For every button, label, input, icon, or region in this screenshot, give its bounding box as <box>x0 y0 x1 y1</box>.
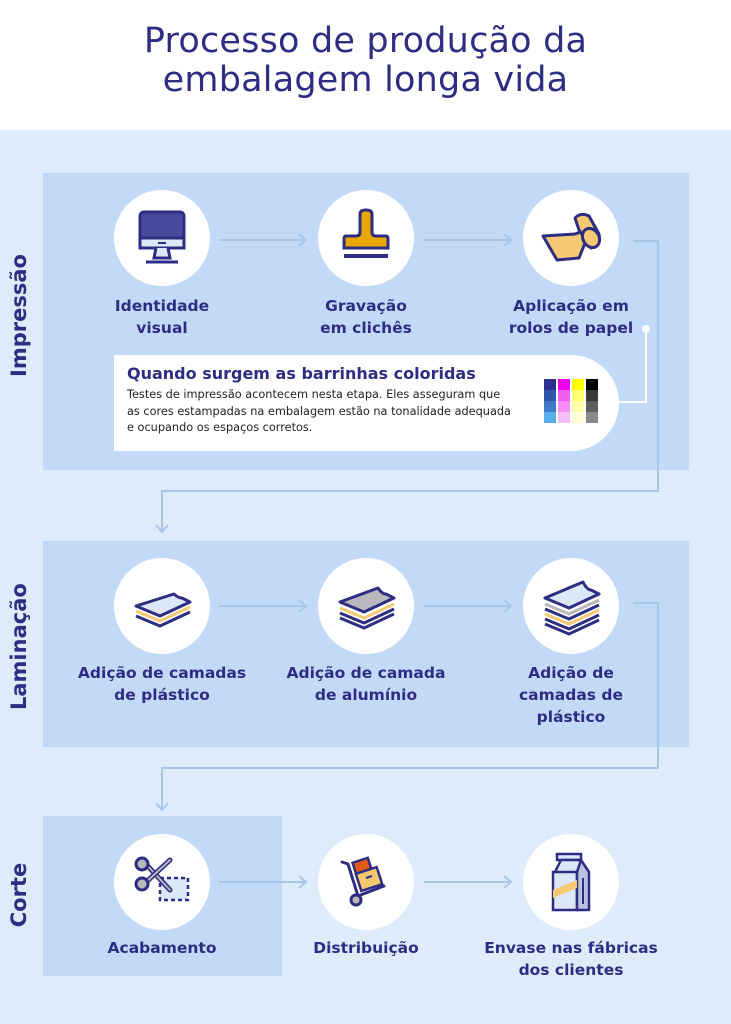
step-label-acabamento: Acabamento <box>107 939 217 957</box>
color-bar-cell <box>586 401 598 412</box>
paper-roll-icon <box>541 212 602 262</box>
callout-title: Quando surgem as barrinhas coloridas <box>127 364 476 383</box>
section-label-laminacao: Laminação <box>7 583 31 710</box>
color-bar-column <box>544 379 556 423</box>
stamp-icon <box>342 208 390 258</box>
milk-carton-icon <box>551 852 591 912</box>
monitor-icon <box>138 210 186 264</box>
step-circle-envase <box>523 834 619 930</box>
step-circle-aplicacao <box>523 190 619 286</box>
color-bar-cell <box>558 390 570 401</box>
color-bar-cell <box>558 401 570 412</box>
title-line-1: Processo de produção da <box>143 21 588 61</box>
step-label-gravacao: Gravação em clichês <box>320 297 412 337</box>
step-label-envase: Envase nas fábricas dos clientes <box>484 939 658 979</box>
callout-body: Testes de impressão acontecem nesta etap… <box>127 388 511 434</box>
step-label-identidade-visual: Identidade visual <box>114 297 210 337</box>
color-bar-cell <box>558 412 570 423</box>
step-circle-distribuicao <box>318 834 414 930</box>
color-bar-cell <box>572 379 584 390</box>
color-bar-cell <box>572 412 584 423</box>
step-circle-acabamento <box>114 834 210 930</box>
color-bar-cell <box>586 379 598 390</box>
title-line-2: embalagem longa vida <box>162 60 569 100</box>
color-bar-cell <box>544 379 556 390</box>
color-bar-cell <box>544 390 556 401</box>
color-bar-cell <box>572 401 584 412</box>
color-bar-cell <box>558 379 570 390</box>
step-circle-camadas-plastico <box>114 558 210 654</box>
step-label-camadas-plastico-final: Adição de camadas de plástico <box>518 664 624 726</box>
step-label-camada-aluminio: Adição de camada de alumínio <box>286 664 446 704</box>
step-label-camadas-plastico: Adição de camadas de plástico <box>77 664 247 704</box>
step-circle-identidade-visual <box>114 190 210 286</box>
scissors-icon <box>134 856 190 902</box>
step-label-distribuicao: Distribuição <box>313 939 419 957</box>
stacked-layers-icon <box>543 580 601 636</box>
step-circle-camada-aluminio <box>318 558 414 654</box>
page-title: Processo de produção da embalagem longa … <box>0 22 731 100</box>
callout-color-bars: Quando surgem as barrinhas coloridas Tes… <box>114 355 619 451</box>
color-bar-column <box>572 379 584 423</box>
color-bar-cell <box>544 401 556 412</box>
color-bar-cell <box>586 412 598 423</box>
step-label-aplicacao: Aplicação em rolos de papel <box>508 297 634 337</box>
section-label-impressao: Impressão <box>7 254 31 377</box>
color-bar-cell <box>544 412 556 423</box>
step-circle-camadas-plastico-final <box>523 558 619 654</box>
plastic-layers-icon <box>134 592 192 628</box>
color-bar-cell <box>586 390 598 401</box>
color-bar-cell <box>572 390 584 401</box>
color-bar-column <box>586 379 598 423</box>
section-label-corte: Corte <box>7 862 31 928</box>
aluminum-layer-icon <box>338 586 396 630</box>
color-bars-icon <box>544 379 598 423</box>
step-circle-gravacao <box>318 190 414 286</box>
color-bar-column <box>558 379 570 423</box>
hand-truck-icon <box>340 856 386 907</box>
